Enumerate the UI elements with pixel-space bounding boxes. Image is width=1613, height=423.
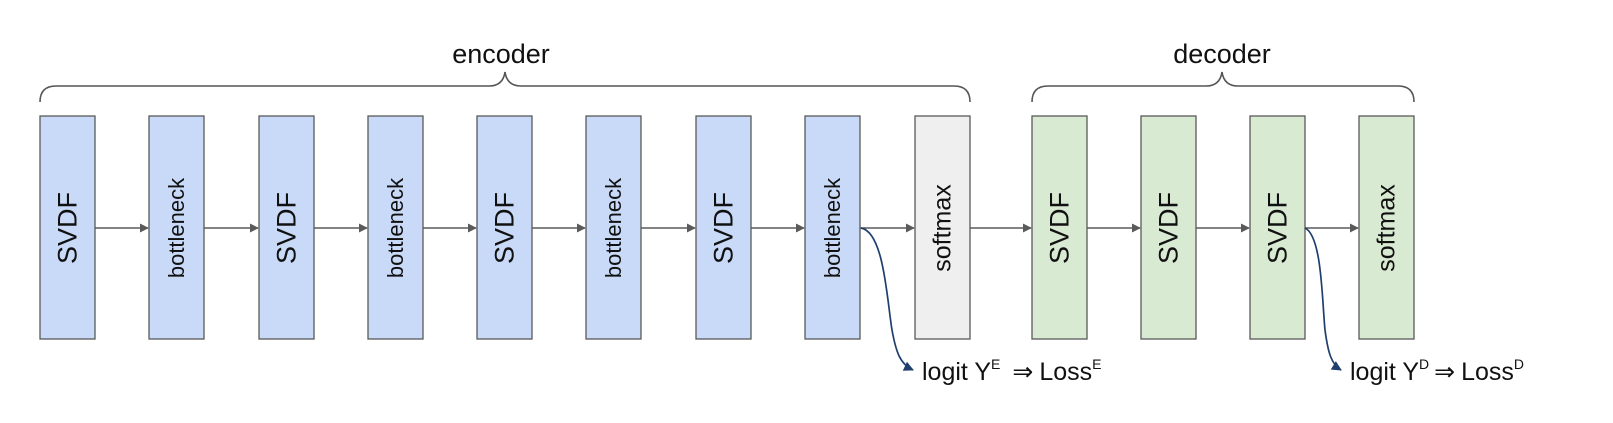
decoder-output-label: logit YD⇒LossD	[1350, 356, 1524, 386]
bottleneck-label-6: bottleneck	[601, 177, 626, 278]
svdf-label-3: SVDF	[272, 192, 302, 264]
decoder-brace	[1031, 71, 1415, 103]
encoder-output-arrow	[860, 227, 914, 371]
softmax-label-9: softmax	[929, 184, 957, 272]
bottleneck-label-4: bottleneck	[383, 177, 408, 278]
decoder-loss: Loss	[1461, 358, 1514, 386]
svdf-label-10: SVDF	[1045, 192, 1075, 264]
svdf-block-11	[1140, 115, 1197, 340]
decoder-output-arrow	[1304, 227, 1342, 371]
svdf-block-12	[1249, 115, 1306, 340]
softmax-block-13	[1358, 115, 1415, 340]
bottleneck-label-2: bottleneck	[164, 177, 189, 278]
svdf-label-5: SVDF	[490, 192, 520, 264]
softmax-block-9	[914, 115, 971, 340]
decoder-label: decoder	[1173, 39, 1271, 69]
svdf-label-12: SVDF	[1263, 192, 1293, 264]
svdf-block-7	[695, 115, 752, 340]
encoder-label: encoder	[452, 39, 550, 69]
encoder-brace	[39, 71, 971, 103]
svdf-block-1	[39, 115, 96, 340]
decoder-implies-arrow: ⇒	[1434, 358, 1455, 386]
decoder-logit-sup: D	[1419, 356, 1429, 372]
bottleneck-block-2	[148, 115, 205, 340]
svdf-label-11: SVDF	[1154, 192, 1184, 264]
encoder-loss-sup: E	[1092, 356, 1101, 372]
encoder-loss: Loss	[1039, 358, 1092, 386]
decoder-loss-sup: D	[1514, 356, 1524, 372]
svdf-label-7: SVDF	[709, 192, 739, 264]
bottleneck-block-6	[585, 115, 642, 340]
layer-chain: SVDF bottleneck SVDF bottleneck SVDF bottlene…	[39, 115, 1415, 340]
encoder-implies-arrow: ⇒	[1012, 358, 1033, 386]
encoder-logit-sup: E	[991, 356, 1000, 372]
bottleneck-block-4	[367, 115, 424, 340]
svdf-label-1: SVDF	[53, 192, 83, 264]
encoder-logit: logit Y	[922, 358, 991, 386]
svdf-block-3	[258, 115, 315, 340]
softmax-label-13: softmax	[1373, 184, 1401, 272]
encoder-output-label: logit YE⇒LossE	[922, 356, 1101, 386]
bottleneck-label-8: bottleneck	[820, 177, 845, 278]
svdf-block-10	[1031, 115, 1088, 340]
svdf-block-5	[476, 115, 533, 340]
decoder-logit: logit Y	[1350, 358, 1419, 386]
